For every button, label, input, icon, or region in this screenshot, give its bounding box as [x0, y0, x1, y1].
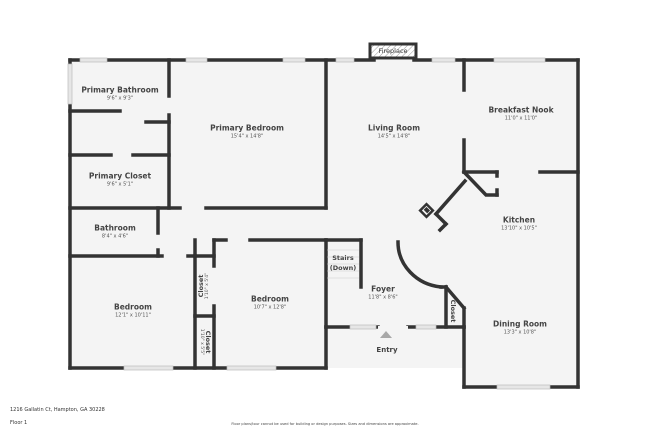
room-breakfast-nook: Breakfast Nook 11'0" x 11'0"	[488, 106, 553, 123]
kitchen-fixture-inner	[423, 206, 431, 214]
room-name: Living Room	[367, 123, 421, 133]
room-dimensions: 10'7" x 12'8"	[253, 304, 287, 311]
walls	[68, 58, 580, 389]
fireplace-box	[368, 42, 418, 60]
room-bedroom-2: Bedroom 10'7" x 12'8"	[251, 295, 289, 312]
room-living-room: Living Room 14'5" x 14'8"	[368, 124, 420, 141]
floor-fill	[70, 60, 578, 386]
room-closet-2: Closet 1'10" x 5'5"	[198, 329, 212, 355]
room-primary-bedroom: Primary Bedroom 15'4" x 14'8"	[210, 124, 284, 141]
doorways	[378, 326, 408, 329]
room-kitchen: Kitchen 13'10" x 10'5"	[501, 216, 537, 233]
entry-label: Entry	[376, 346, 398, 354]
room-dimensions: 12'1" x 10'11"	[115, 312, 151, 319]
room-primary-bathroom: Primary Bathroom 9'6" x 9'3"	[81, 86, 158, 103]
property-address: 1216 Gallatin Ct, Hampton, GA 30228	[10, 407, 105, 413]
room-dimensions: 8'4" x 4'6"	[101, 233, 129, 240]
room-dimensions: 14'5" x 14'8"	[377, 133, 411, 140]
room-name: Primary Closet	[88, 171, 152, 181]
room-closet-1: Closet 1'10" x 5'4"	[197, 273, 211, 299]
room-name: Bathroom	[94, 223, 136, 233]
room-dimensions: 13'3" x 10'8"	[503, 329, 537, 336]
disclaimer: Floor plans/tour cannot be used for buil…	[231, 422, 419, 426]
room-name: Bedroom	[114, 302, 152, 312]
room-bathroom: Bathroom 8'4" x 4'6"	[94, 224, 136, 241]
room-dimensions: 11'8" x 8'6"	[368, 294, 398, 301]
room-foyer-closet: Closet	[449, 300, 457, 323]
room-name: Primary Bathroom	[81, 85, 159, 95]
room-dining-room: Dining Room 13'3" x 10'8"	[493, 320, 547, 337]
room-name: Closet	[197, 274, 205, 298]
stairs-label-line1: Stairs	[332, 254, 354, 262]
room-name: Closet	[449, 299, 457, 323]
room-dimensions: 15'4" x 14'8"	[230, 133, 264, 140]
room-foyer: Foyer 11'8" x 8'6"	[368, 285, 397, 302]
room-stairs: Stairs (Down)	[330, 253, 356, 273]
room-dimensions: 13'10" x 10'5"	[501, 225, 537, 232]
room-name: Closet	[204, 330, 212, 354]
room-dimensions: 1'10" x 5'5"	[199, 328, 204, 356]
room-bedroom-1: Bedroom 12'1" x 10'11"	[114, 303, 152, 320]
room-dimensions: 1'10" x 5'4"	[205, 272, 210, 300]
stairs-label-line2: (Down)	[329, 264, 357, 272]
stair-treads	[327, 249, 359, 279]
entry-arrow-icon	[380, 331, 392, 338]
floor-label: Floor 1	[10, 420, 28, 426]
room-dimensions: 9'6" x 5'1"	[106, 181, 134, 188]
room-primary-closet: Primary Closet 9'6" x 5'1"	[89, 172, 151, 189]
room-dimensions: 11'0" x 11'0"	[504, 115, 538, 122]
room-name: Bedroom	[251, 294, 289, 304]
room-name: Foyer	[371, 284, 395, 294]
room-name: Breakfast Nook	[488, 105, 554, 115]
fireplace-label: Fireplace	[378, 47, 408, 55]
room-name: Dining Room	[493, 319, 547, 329]
room-dimensions: 9'6" x 9'3"	[106, 95, 134, 102]
room-name: Kitchen	[502, 215, 536, 225]
windows	[67, 57, 551, 390]
room-name: Primary Bedroom	[210, 123, 284, 133]
